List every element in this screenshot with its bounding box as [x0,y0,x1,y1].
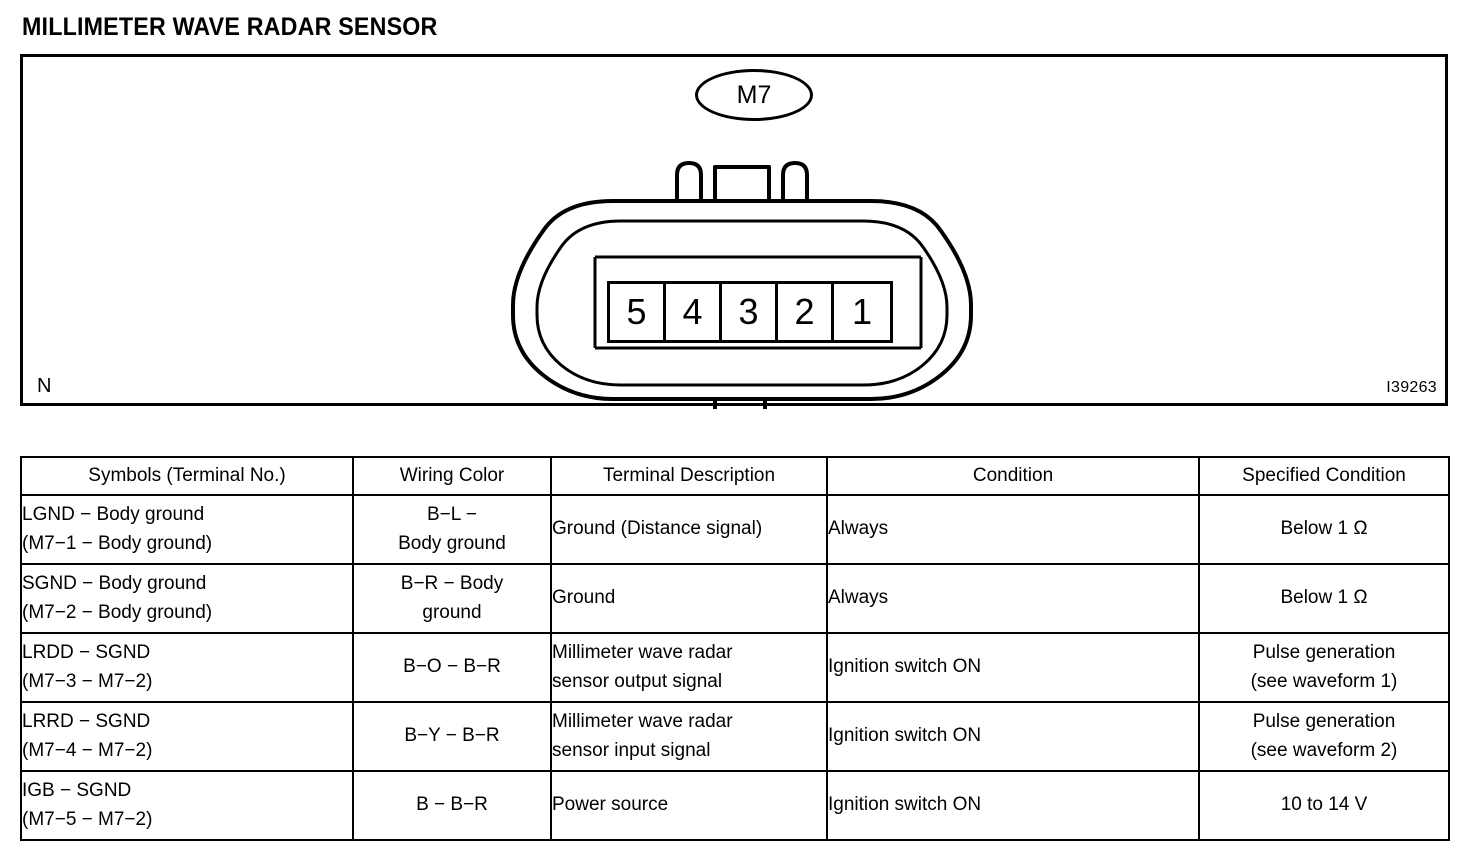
cell-wiring-color: B − B−R [352,770,552,841]
column-header-terminal-description: Terminal Description [550,456,828,496]
cell-wiring-color: B−O − B−R [352,632,552,703]
cell-wiring-color: B−Y − B−R [352,701,552,772]
terminal-pin-5: 5 [610,284,666,340]
specified-line-1: Below 1 Ω [1280,518,1368,540]
specified-line-2: (see waveform 2) [1250,739,1398,761]
wiring-line-1: B−L − [426,504,477,526]
connector-diagram-frame: M7 5 [20,54,1448,409]
figure-code: I39263 [1386,379,1437,396]
symbols-line-1: IGB − SGND [22,780,132,802]
table-row: LRDD − SGND (M7−3 − M7−2) B−O − B−R Mill… [20,632,1450,703]
cell-condition: Ignition switch ON [826,701,1200,772]
symbols-line-1: LRRD − SGND [22,711,151,733]
cell-condition: Ignition switch ON [826,632,1200,703]
cell-specified-condition: Pulse generation (see waveform 2) [1198,701,1450,772]
description-line-1: Power source [552,794,669,816]
cell-condition: Ignition switch ON [826,770,1200,841]
table-header-row: Symbols (Terminal No.) Wiring Color Term… [20,456,1450,496]
specified-line-1: Pulse generation [1252,711,1396,733]
column-header-specified-condition: Specified Condition [1198,456,1450,496]
wiring-line-2: Body ground [398,532,506,554]
wiring-line-2: ground [422,601,482,623]
connector-id-callout: M7 [695,69,813,121]
symbols-line-2: (M7−1 − Body ground) [22,532,213,554]
symbols-line-2: (M7−5 − M7−2) [22,808,153,830]
description-line-1: Millimeter wave radar [552,642,733,664]
symbols-line-1: LRDD − SGND [22,642,151,664]
wiring-line-1: B−R − Body [400,573,504,595]
connector-id-label: M7 [736,80,772,109]
description-line-2: sensor output signal [552,670,723,692]
terminal-pin-1: 1 [834,284,890,340]
cell-condition: Always [826,494,1200,565]
table-row: LRRD − SGND (M7−4 − M7−2) B−Y − B−R Mill… [20,701,1450,772]
connector-diagram: M7 5 [23,57,1445,409]
cell-symbols: SGND − Body ground (M7−2 − Body ground) [20,563,354,634]
wiring-line-1: B−Y − B−R [404,725,500,747]
cell-symbols: LRDD − SGND (M7−3 − M7−2) [20,632,354,703]
symbols-line-2: (M7−3 − M7−2) [22,670,153,692]
page-title: MILLIMETER WAVE RADAR SENSOR [22,13,438,41]
column-header-condition: Condition [826,456,1200,496]
description-line-1: Ground [552,587,616,609]
terminal-pin-2: 2 [778,284,834,340]
wiring-line-1: B−O − B−R [403,656,501,678]
description-line-1: Millimeter wave radar [552,711,733,733]
terminal-pin-row: 5 4 3 2 1 [607,281,893,343]
table-row: SGND − Body ground (M7−2 − Body ground) … [20,563,1450,634]
cell-terminal-description: Power source [550,770,828,841]
cell-symbols: LRRD − SGND (M7−4 − M7−2) [20,701,354,772]
wiring-line-1: B − B−R [416,794,488,816]
cell-condition: Always [826,563,1200,634]
description-line-2: sensor input signal [552,739,711,761]
cell-specified-condition: 10 to 14 V [1198,770,1450,841]
table-row: LGND − Body ground (M7−1 − Body ground) … [20,494,1450,565]
cell-wiring-color: B−R − Body ground [352,563,552,634]
specified-line-1: 10 to 14 V [1280,794,1368,816]
cell-wiring-color: B−L − Body ground [352,494,552,565]
cell-terminal-description: Ground [550,563,828,634]
top-tab-right [781,161,809,219]
cell-symbols: LGND − Body ground (M7−1 − Body ground) [20,494,354,565]
top-tab-left [675,161,703,219]
terminal-specification-table: Symbols (Terminal No.) Wiring Color Term… [20,456,1450,841]
cell-specified-condition: Pulse generation (see waveform 1) [1198,632,1450,703]
specified-line-1: Pulse generation [1252,642,1396,664]
cell-terminal-description: Millimeter wave radar sensor output sign… [550,632,828,703]
symbols-line-1: SGND − Body ground [22,573,207,595]
symbols-line-2: (M7−4 − M7−2) [22,739,153,761]
cell-specified-condition: Below 1 Ω [1198,494,1450,565]
cell-terminal-description: Ground (Distance signal) [550,494,828,565]
symbols-line-2: (M7−2 − Body ground) [22,601,213,623]
specified-line-2: (see waveform 1) [1250,670,1398,692]
cell-terminal-description: Millimeter wave radar sensor input signa… [550,701,828,772]
column-header-symbols: Symbols (Terminal No.) [20,456,354,496]
terminal-pin-4: 4 [666,284,722,340]
view-direction-marker: N [37,375,52,397]
cell-symbols: IGB − SGND (M7−5 − M7−2) [20,770,354,841]
terminal-pin-3: 3 [722,284,778,340]
description-line-1: Ground (Distance signal) [552,518,763,540]
specified-line-1: Below 1 Ω [1280,587,1368,609]
symbols-line-1: LGND − Body ground [22,504,205,526]
cell-specified-condition: Below 1 Ω [1198,563,1450,634]
table-row: IGB − SGND (M7−5 − M7−2) B − B−R Power s… [20,770,1450,841]
column-header-wiring-color: Wiring Color [352,456,552,496]
